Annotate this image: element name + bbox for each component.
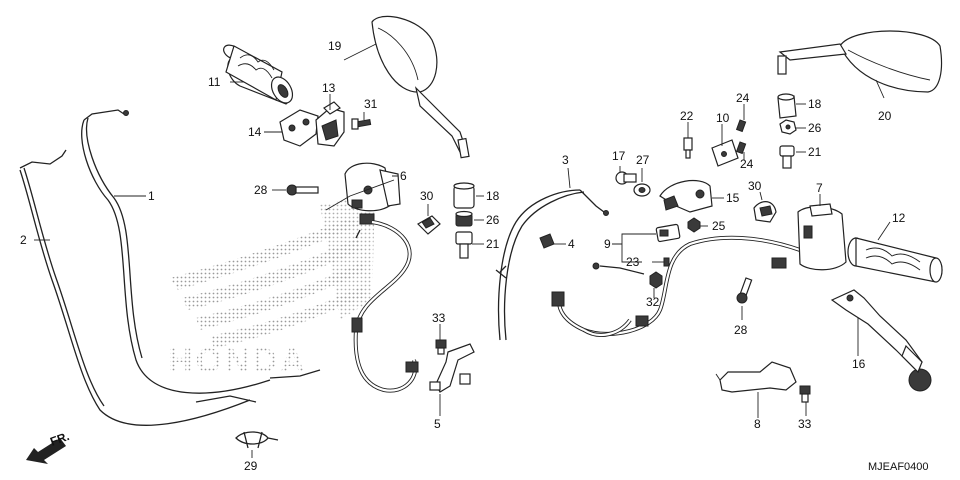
weight-18-right: [777, 93, 797, 119]
left-handlebar-switch: [344, 162, 401, 225]
left-mirror: [371, 15, 470, 159]
callout-7: 7: [816, 181, 823, 195]
screw-33-left: [435, 339, 447, 355]
direction-label: FR.: [48, 429, 71, 449]
callout-24-upper: 24: [736, 91, 750, 105]
callout-15: 15: [726, 191, 740, 205]
callout-2: 2: [20, 233, 27, 247]
collar-26-right: [779, 119, 797, 135]
callout-labels: 1 2 3 4 5 6 7 8 9 10 11 12 13 14 15 16 1…: [20, 39, 906, 473]
callout-6: 6: [400, 169, 407, 183]
callout-31: 31: [364, 97, 378, 111]
callout-26-right: 26: [808, 121, 822, 135]
callout-22: 22: [680, 109, 694, 123]
callout-33-left: 33: [432, 311, 446, 325]
callout-20: 20: [878, 109, 892, 123]
callout-3: 3: [562, 153, 569, 167]
collar-27: [633, 183, 651, 197]
callout-27: 27: [636, 153, 650, 167]
throttle-housing-lower: [279, 109, 319, 147]
callout-21-left: 21: [486, 237, 500, 251]
nut-25: [687, 217, 701, 233]
bolt-22: [683, 137, 693, 159]
callout-28-right: 28: [734, 323, 748, 337]
clutch-switch-9: [592, 223, 681, 275]
callout-28-left: 28: [254, 183, 268, 197]
callout-10: 10: [716, 111, 730, 125]
callout-18-right: 18: [808, 97, 822, 111]
callout-5: 5: [434, 417, 441, 431]
callout-19: 19: [328, 39, 342, 53]
right-grip: [847, 237, 943, 283]
collar-26-left: [455, 210, 473, 227]
callout-33-right: 33: [798, 417, 812, 431]
brake-lever-16: [830, 289, 932, 392]
callout-14: 14: [248, 125, 262, 139]
callout-30-right: 30: [748, 179, 762, 193]
screw-24-upper: [735, 119, 747, 133]
left-grip: [223, 44, 294, 105]
throttle-housing-upper: [315, 101, 345, 147]
callout-16: 16: [852, 357, 866, 371]
front-direction-arrow: FR.: [26, 429, 71, 464]
screw-28-left: [286, 184, 319, 196]
left-switch-harness: [351, 220, 419, 393]
weight-18-left: [453, 182, 475, 209]
callout-17: 17: [612, 149, 626, 163]
bolt-21-left: [455, 231, 473, 259]
watermark-text: HONDA: [168, 342, 308, 380]
harness-bracket-8: [715, 361, 797, 393]
right-mirror: [777, 30, 943, 93]
holder-cap-10: [711, 139, 739, 167]
right-switch-harness: [551, 235, 801, 337]
callout-18-left: 18: [486, 189, 500, 203]
screw-33-right: [799, 385, 811, 403]
throttle-cable-2: [19, 149, 321, 426]
callout-12: 12: [892, 211, 906, 225]
harness-bracket-5: [429, 343, 475, 393]
callout-30-left: 30: [420, 189, 434, 203]
callout-4: 4: [568, 237, 575, 251]
callout-23: 23: [626, 255, 640, 269]
screw-24-lower: [735, 141, 747, 155]
screw-31: [351, 118, 372, 130]
callout-25: 25: [712, 219, 726, 233]
cable-clamp-29: [235, 431, 279, 449]
diagram-code: MJEAF0400: [868, 461, 929, 473]
callout-13: 13: [322, 81, 336, 95]
callout-8: 8: [754, 417, 761, 431]
callout-26-left: 26: [486, 213, 500, 227]
callout-29: 29: [244, 459, 258, 473]
callout-32: 32: [646, 295, 660, 309]
screw-23: [663, 257, 670, 267]
clip-30-left: [417, 215, 441, 235]
callout-1: 1: [148, 189, 155, 203]
bolt-21-right: [779, 145, 795, 169]
clip-30-right: [753, 201, 777, 223]
nut-32: [649, 271, 663, 289]
callout-9: 9: [604, 237, 611, 251]
clip-4: [539, 233, 555, 249]
lever-holder-15: [659, 179, 713, 213]
callout-24-lower: 24: [740, 157, 754, 171]
pivot-bolt-17: [615, 171, 637, 185]
throttle-cable-1: [81, 109, 271, 394]
screw-28-right: [736, 277, 753, 304]
callout-21-right: 21: [808, 145, 822, 159]
right-handlebar-switch: [771, 203, 847, 271]
callout-11: 11: [208, 75, 221, 89]
leader-lines: [34, 43, 891, 458]
honda-wing-watermark: HONDA: [168, 195, 375, 380]
clutch-cable-3: [495, 189, 609, 341]
